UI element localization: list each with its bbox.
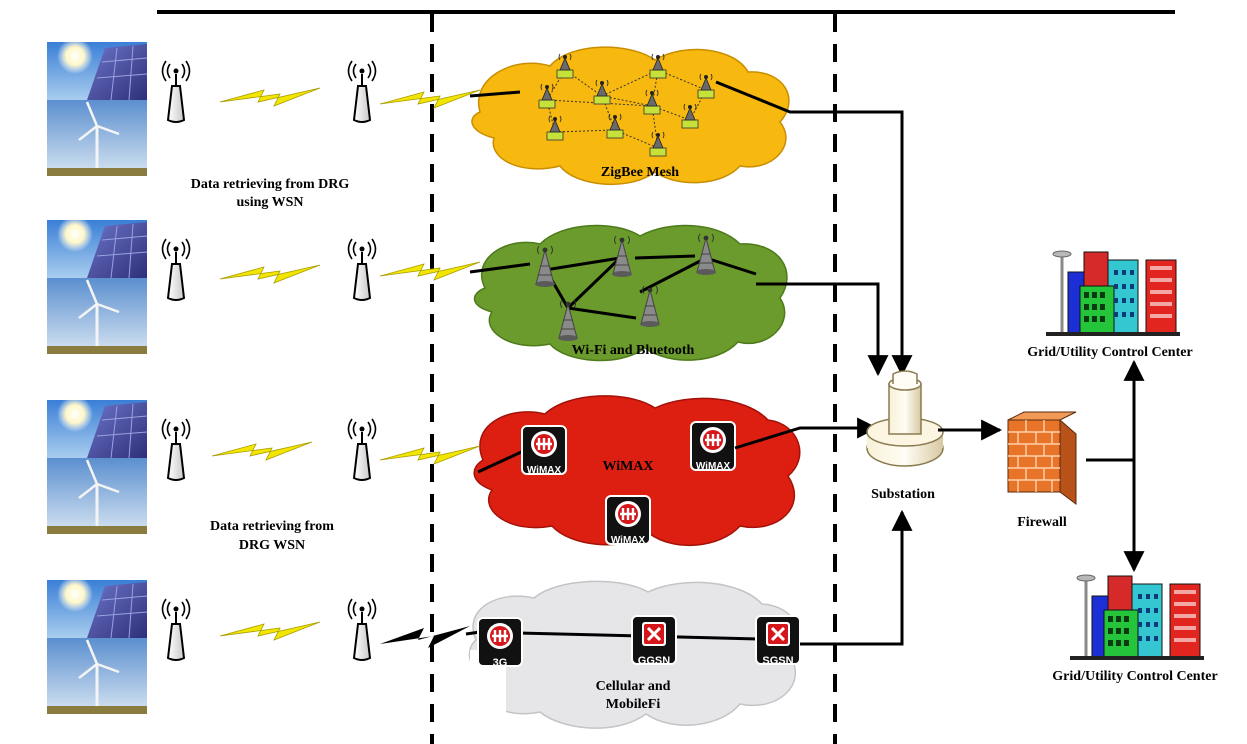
drg-label-top-line2: using WSN [236, 195, 303, 210]
wimax-cloud-label: WiMAX [602, 459, 653, 474]
zigbee-cloud [471, 46, 790, 186]
svg-text:WiMAX: WiMAX [611, 535, 646, 546]
drg-icon [45, 214, 149, 356]
wifi-label: Wi-Fi and Bluetooth [572, 343, 695, 358]
sensor-icon [347, 238, 377, 301]
svg-text:WiMAX: WiMAX [696, 461, 731, 472]
zigbee-mesh [538, 53, 715, 157]
drg-label-top-line1: Data retrieving from DRG [191, 177, 350, 192]
wimax-badge: WiMAX [604, 494, 652, 546]
cellular-label-line1: Cellular and [596, 679, 671, 694]
3g-badge: 3G [476, 616, 524, 669]
firewall-label: Firewall [1017, 515, 1067, 530]
sensor-icon [347, 60, 377, 123]
wifi-towers [534, 233, 757, 342]
svg-text:SGSN: SGSN [762, 655, 793, 667]
zigbee-label: ZigBee Mesh [601, 165, 679, 180]
sensor-icon [161, 238, 191, 301]
cellular-label-line2: MobileFi [606, 697, 661, 712]
link-wimax-substation [734, 417, 879, 450]
link-cellular-substation [800, 509, 913, 646]
city-buildings-icon [1044, 249, 1182, 338]
lightning-icon [380, 626, 470, 648]
lightning-icon [219, 621, 321, 641]
city-buildings-icon [1068, 573, 1206, 662]
drg-icon [45, 36, 149, 178]
link-zigbee-substation [715, 80, 913, 377]
svg-text:3G: 3G [493, 657, 508, 669]
drg-icon [45, 574, 149, 716]
firewall-icon [1007, 411, 1077, 505]
drg-label-mid-line1: Data retrieving from [210, 519, 334, 534]
svg-text:GGSN: GGSN [638, 655, 670, 667]
control-center-bottom-label: Grid/Utility Control Center [1052, 669, 1217, 684]
sgsn-badge: SGSN [754, 614, 802, 667]
drg-icon [45, 394, 149, 536]
lightning-icon [219, 87, 321, 107]
ggsn-badge: GGSN [630, 614, 678, 667]
control-center-top-label: Grid/Utility Control Center [1027, 345, 1192, 360]
drg-label-mid-line2: DRG WSN [239, 538, 305, 553]
sensor-icon [347, 418, 377, 481]
lightning-icon [211, 441, 313, 461]
sensor-icon [161, 60, 191, 123]
sensor-icon [161, 598, 191, 661]
link-wifi-substation [756, 282, 889, 377]
wimax-badge: WiMAX [520, 424, 568, 476]
substation-label: Substation [871, 487, 935, 502]
wimax-badge: WiMAX [689, 420, 737, 472]
wifi-cloud [473, 224, 788, 362]
sensor-icon [347, 598, 377, 661]
substation-icon [866, 370, 944, 467]
sensor-icon [161, 418, 191, 481]
svg-text:WiMAX: WiMAX [527, 465, 562, 476]
lightning-icon [219, 264, 321, 284]
